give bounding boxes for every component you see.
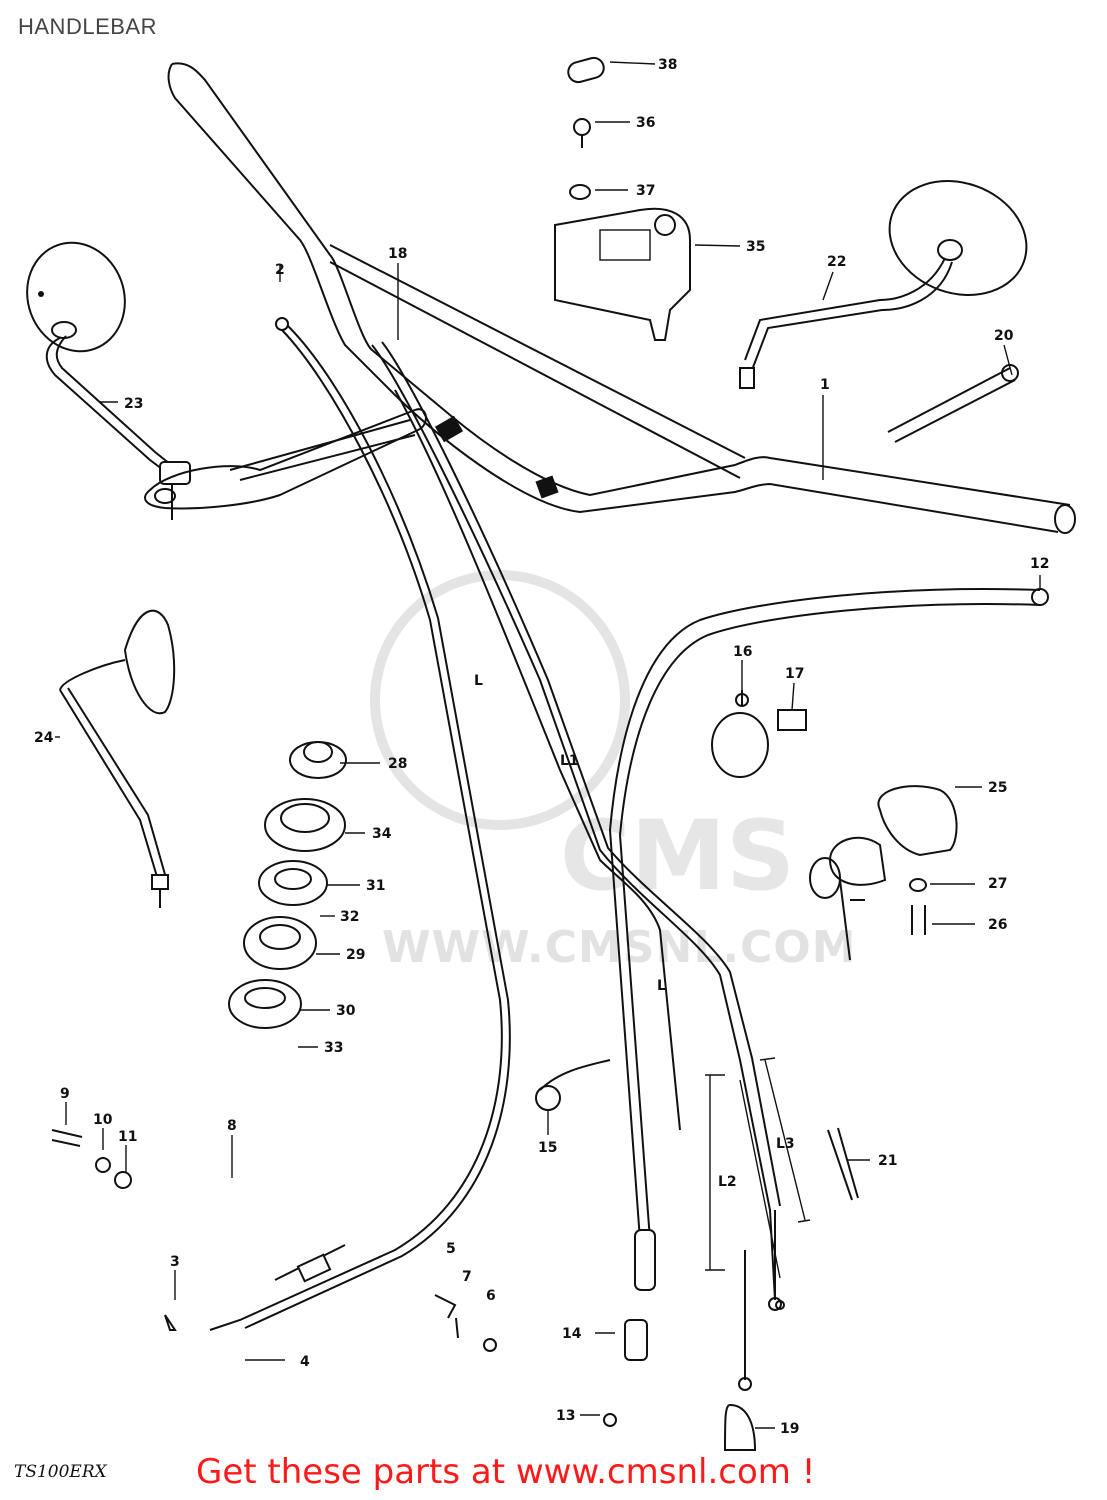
callout-3: 3 bbox=[170, 1254, 180, 1270]
model-code: TS100ERX bbox=[14, 1462, 107, 1482]
callout-2: 2 bbox=[275, 262, 285, 278]
dim-l3: L3 bbox=[776, 1136, 795, 1152]
callout-34: 34 bbox=[372, 826, 392, 842]
callout-18: 18 bbox=[388, 246, 407, 262]
callout-7: 7 bbox=[462, 1269, 472, 1285]
washer-stack bbox=[228, 741, 347, 1029]
callout-24: 24 bbox=[34, 730, 54, 746]
callout-11: 11 bbox=[118, 1129, 137, 1145]
callout-10: 10 bbox=[93, 1112, 113, 1128]
dimension-labels: L1 L2 L3 L L bbox=[474, 673, 795, 1190]
mirror-right-part bbox=[739, 180, 1028, 389]
callout-29: 29 bbox=[346, 947, 365, 963]
callout-leaders bbox=[55, 61, 1041, 1429]
callout-32: 32 bbox=[340, 909, 359, 925]
callout-30: 30 bbox=[336, 1003, 356, 1019]
callout-8: 8 bbox=[227, 1118, 237, 1134]
callout-20: 20 bbox=[994, 328, 1014, 344]
lever-part bbox=[144, 408, 427, 510]
callout-38: 38 bbox=[658, 57, 677, 73]
callout-13: 13 bbox=[556, 1408, 575, 1424]
callout-6: 6 bbox=[486, 1288, 496, 1304]
callout-33: 33 bbox=[324, 1040, 343, 1056]
callout-labels: 38 36 37 35 22 20 1 12 16 17 25 27 26 23… bbox=[34, 57, 1049, 1437]
callout-22: 22 bbox=[827, 254, 846, 270]
callout-16: 16 bbox=[733, 644, 752, 660]
callout-28: 28 bbox=[388, 756, 407, 772]
get-parts-link[interactable]: Get these parts at www.cmsnl.com ! bbox=[196, 1452, 816, 1492]
dim-l-a: L bbox=[657, 978, 666, 994]
callout-37: 37 bbox=[636, 183, 655, 199]
diagram-title: HANDLEBAR bbox=[18, 14, 157, 39]
mirror-left-part bbox=[26, 241, 191, 520]
callout-15: 15 bbox=[538, 1140, 557, 1156]
dim-l1: L1 bbox=[560, 753, 579, 769]
callout-4: 4 bbox=[300, 1354, 310, 1370]
callout-14: 14 bbox=[562, 1326, 582, 1342]
callout-12: 12 bbox=[1030, 556, 1049, 572]
callout-9: 9 bbox=[60, 1086, 70, 1102]
mirror-lower-part bbox=[59, 609, 176, 908]
callout-17: 17 bbox=[785, 666, 804, 682]
ignition-switch-part bbox=[809, 785, 958, 961]
callout-27: 27 bbox=[988, 876, 1007, 892]
master-cylinder-part bbox=[554, 56, 691, 341]
callout-35: 35 bbox=[746, 239, 765, 255]
callout-31: 31 bbox=[366, 878, 385, 894]
dim-l-b: L bbox=[474, 673, 483, 689]
callout-5: 5 bbox=[446, 1241, 456, 1257]
callout-25: 25 bbox=[988, 780, 1007, 796]
callout-1: 1 bbox=[820, 377, 830, 393]
callout-21: 21 bbox=[878, 1153, 897, 1169]
dim-l2: L2 bbox=[718, 1174, 737, 1190]
callout-36: 36 bbox=[636, 115, 655, 131]
callout-26: 26 bbox=[988, 917, 1007, 933]
callout-19: 19 bbox=[780, 1421, 799, 1437]
callout-23: 23 bbox=[124, 396, 143, 412]
watermark-circle bbox=[370, 570, 630, 830]
